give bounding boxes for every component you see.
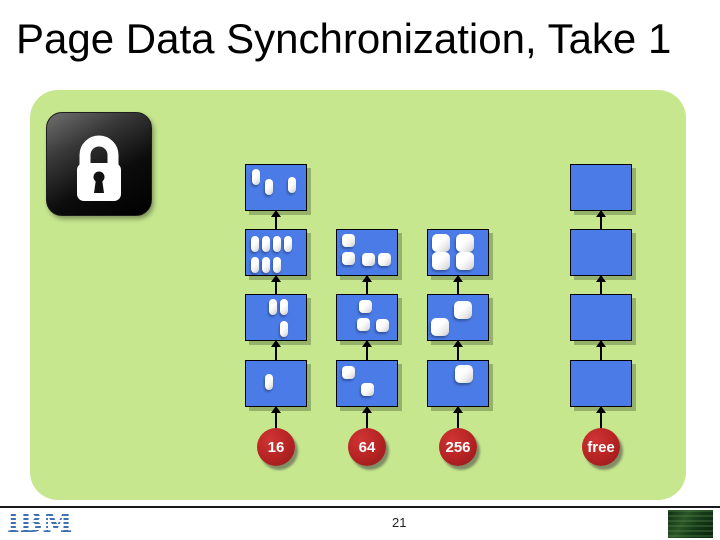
arrow-up-icon bbox=[596, 406, 606, 431]
footer-divider bbox=[0, 506, 720, 508]
arrow-up-icon bbox=[453, 275, 463, 295]
memory-box bbox=[570, 360, 632, 407]
memory-box bbox=[427, 294, 489, 341]
data-dot bbox=[456, 252, 474, 270]
data-dot bbox=[342, 366, 355, 379]
arrow-up-icon bbox=[271, 406, 281, 431]
data-dot bbox=[359, 300, 372, 313]
memory-box bbox=[336, 360, 398, 407]
memory-box bbox=[336, 229, 398, 276]
data-dot bbox=[251, 257, 259, 273]
data-dot bbox=[361, 383, 374, 396]
arrow-up-icon bbox=[596, 210, 606, 230]
data-dot bbox=[432, 252, 450, 270]
arrow-up-icon bbox=[453, 406, 463, 431]
arrow-up-icon bbox=[271, 210, 281, 230]
data-dot bbox=[432, 234, 450, 252]
data-dot bbox=[378, 253, 391, 266]
lock-icon bbox=[46, 112, 152, 216]
data-dot bbox=[273, 257, 281, 273]
data-dot bbox=[342, 234, 355, 247]
data-dot bbox=[280, 321, 288, 337]
data-dot bbox=[265, 374, 273, 390]
data-dot bbox=[288, 177, 296, 193]
memory-box bbox=[427, 229, 489, 276]
data-dot bbox=[251, 236, 259, 252]
memory-box bbox=[245, 229, 307, 276]
data-dot bbox=[280, 299, 288, 315]
data-dot bbox=[273, 236, 281, 252]
memory-box bbox=[336, 294, 398, 341]
padlock-glyph bbox=[77, 135, 121, 201]
data-dot bbox=[357, 318, 370, 331]
memory-box bbox=[245, 360, 307, 407]
data-dot bbox=[252, 169, 260, 185]
arrow-up-icon bbox=[453, 340, 463, 361]
data-dot bbox=[454, 301, 472, 319]
memory-box bbox=[570, 164, 632, 211]
data-dot bbox=[262, 236, 270, 252]
size-badge: 16 bbox=[257, 428, 295, 466]
data-dot bbox=[431, 318, 449, 336]
memory-box bbox=[245, 294, 307, 341]
slide-title: Page Data Synchronization, Take 1 bbox=[16, 15, 672, 62]
page-number: 21 bbox=[392, 515, 407, 530]
arrow-up-icon bbox=[362, 275, 372, 295]
memory-box bbox=[570, 229, 632, 276]
arrow-up-icon bbox=[271, 275, 281, 295]
arrow-up-icon bbox=[596, 340, 606, 361]
size-badge: free bbox=[582, 428, 620, 466]
data-dot bbox=[284, 236, 292, 252]
arrow-up-icon bbox=[596, 275, 606, 295]
data-dot bbox=[265, 179, 273, 195]
data-dot bbox=[456, 234, 474, 252]
data-dot bbox=[342, 252, 355, 265]
memory-box bbox=[570, 294, 632, 341]
data-dot bbox=[362, 253, 375, 266]
arrow-up-icon bbox=[362, 340, 372, 361]
memory-box bbox=[245, 164, 307, 211]
size-badge: 256 bbox=[439, 428, 477, 466]
arrow-up-icon bbox=[271, 340, 281, 361]
data-dot bbox=[262, 257, 270, 273]
data-dot bbox=[269, 299, 277, 315]
memory-box bbox=[427, 360, 489, 407]
data-dot bbox=[376, 319, 389, 332]
footer-thumbnail-image bbox=[668, 510, 713, 538]
data-dot bbox=[455, 365, 473, 383]
arrow-up-icon bbox=[362, 406, 372, 431]
ibm-logo: IBM bbox=[7, 508, 73, 539]
size-badge: 64 bbox=[348, 428, 386, 466]
